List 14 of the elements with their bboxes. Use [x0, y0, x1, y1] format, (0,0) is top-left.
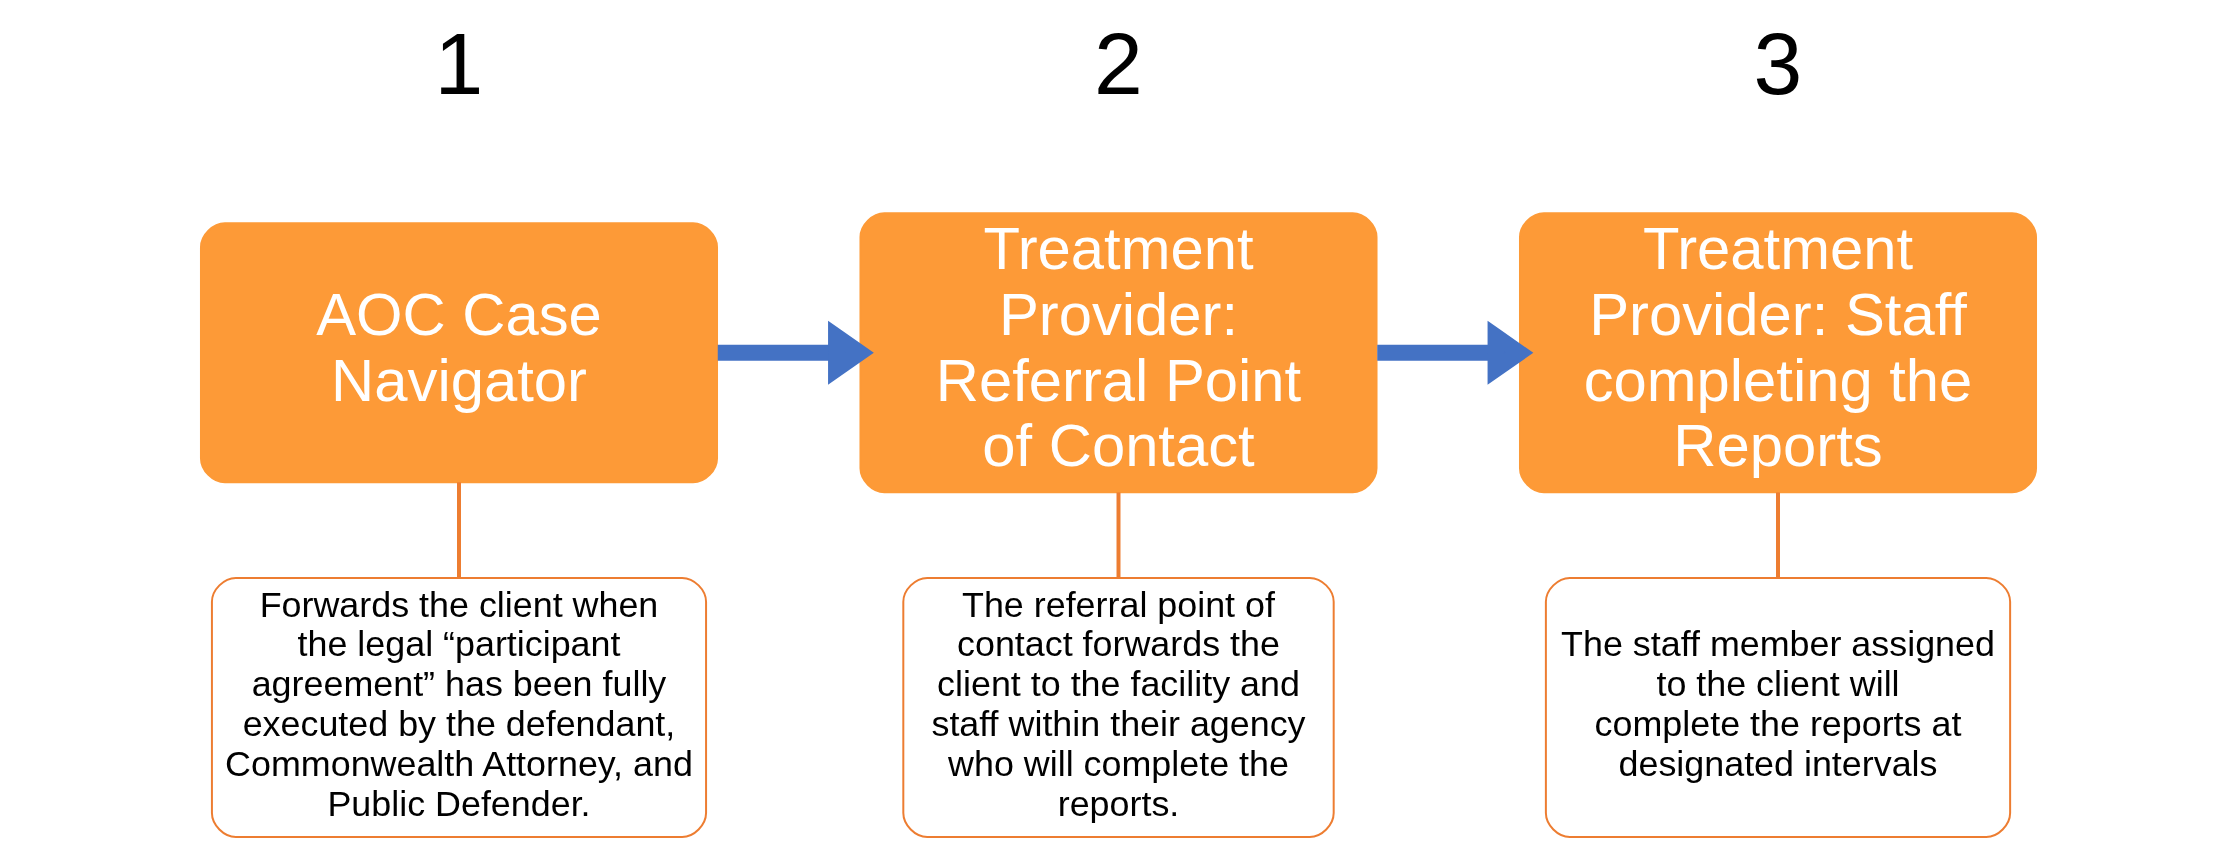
- node-label: 1: [434, 15, 483, 114]
- arrow: [717, 320, 874, 385]
- connector: [456, 482, 461, 578]
- node-box: The staff member assigned to the client will complete the reports at designated intervals: [1544, 576, 2011, 838]
- node-box: Treatment Provider: Referral Point of Contact: [859, 212, 1377, 494]
- node-box: Forwards the client when the legal “participant agreement” has been fully executed by the defendant, Commonwealth Attorney, and Public Defender.: [210, 576, 707, 838]
- arrow: [1376, 320, 1533, 385]
- connector: [1116, 492, 1120, 578]
- node-box: Treatment Provider: Staff completing the Reports: [1518, 212, 2037, 494]
- node-box: AOC Case Navigator: [199, 222, 718, 484]
- node-label: 2: [1093, 15, 1143, 114]
- connector: [1775, 492, 1780, 578]
- node-box: The referral point of contact forwards the client to the facility and staff within their agency who will complete the reports.: [901, 576, 1335, 838]
- node-label: 3: [1753, 15, 1802, 114]
